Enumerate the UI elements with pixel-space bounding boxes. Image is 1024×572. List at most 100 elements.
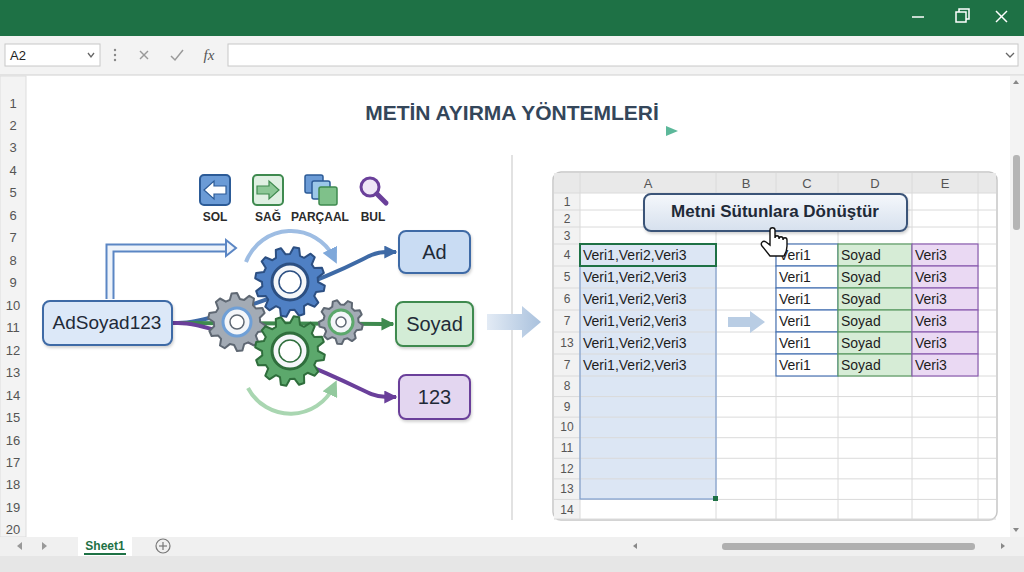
- sheet-tab-bar: [0, 537, 1024, 572]
- table-cell: Veri1,Veri2,Veri3: [580, 288, 716, 310]
- row-number: 13: [0, 365, 26, 381]
- table-cell: Veri1,Veri2,Veri3: [580, 354, 716, 376]
- sheet-grid: [26, 76, 1010, 537]
- sheet-grid: [1010, 76, 1024, 537]
- gear: [255, 316, 325, 386]
- formula-bar: [114, 54, 116, 56]
- sheet-tab-bar: [84, 553, 126, 555]
- grid-line: [554, 458, 996, 459]
- output-box: Soyad: [395, 301, 474, 347]
- action-button: Metni Sütunlara Dönüştür: [643, 193, 908, 232]
- row-number: 2: [0, 117, 26, 133]
- formula-bar: [114, 59, 116, 61]
- row-number: 7: [0, 230, 26, 246]
- cell-fill: [776, 354, 838, 376]
- gear-hub: [223, 308, 251, 336]
- row-number: 2: [554, 210, 580, 227]
- table-cell: Veri1,Veri2,Veri3: [580, 310, 716, 332]
- fill-handle: [713, 496, 718, 501]
- formula-bar: [1006, 53, 1014, 57]
- cell-fill: [912, 288, 978, 310]
- cell-fill: [838, 354, 912, 376]
- formula-bar: [114, 49, 116, 51]
- sheet-tab-bar: [633, 543, 637, 549]
- row-number: 12: [0, 342, 26, 358]
- table-cell: Soyad: [838, 288, 912, 310]
- row-number: 16: [0, 432, 26, 448]
- column-header: D: [838, 173, 912, 193]
- table-cell: Veri3: [912, 288, 978, 310]
- flow-arrow: [728, 311, 765, 333]
- name-box-text: A2: [10, 44, 80, 66]
- hand-cursor: [761, 228, 787, 256]
- node-text: Metni Sütunlara Dönüştür: [671, 202, 879, 222]
- table-cell: Soyad: [838, 332, 912, 354]
- formula-bar: [0, 36, 1024, 75]
- table-cell: Veri3: [912, 310, 978, 332]
- title-underline: [352, 130, 666, 133]
- row-number: 4: [0, 162, 26, 178]
- table-cell: Soyad: [838, 310, 912, 332]
- cell-fill: [776, 310, 838, 332]
- cell-fill: [776, 266, 838, 288]
- column-header: B: [716, 173, 776, 193]
- column-header: A: [580, 173, 716, 193]
- gear-hub: [272, 264, 308, 300]
- node-text: AdSoyad123: [53, 312, 162, 334]
- row-number: 6: [554, 288, 580, 310]
- function-icons: [200, 175, 230, 205]
- mini-spreadsheet: [554, 173, 996, 193]
- gear-illustration: [208, 247, 363, 386]
- title-underline: [666, 126, 678, 136]
- sheet-tab: Sheet1: [78, 538, 132, 553]
- column-header: C: [776, 173, 838, 193]
- title-bar: [0, 0, 1024, 36]
- mini-spreadsheet: [580, 244, 716, 499]
- row-number: 3: [0, 140, 26, 156]
- node-text: Soyad: [406, 313, 463, 336]
- table-cell: Soyad: [838, 354, 912, 376]
- sheet-grid: [1013, 80, 1019, 84]
- cell-fill: [838, 288, 912, 310]
- row-number: 9: [0, 275, 26, 291]
- sheet-grid: [0, 76, 1024, 537]
- function-button: fx: [197, 44, 221, 66]
- row-number: 4: [554, 244, 580, 266]
- flow-arrow: [487, 306, 541, 338]
- row-number: 7: [554, 310, 580, 332]
- gear-hole: [336, 317, 346, 327]
- row-number: 8: [0, 252, 26, 268]
- grid-line: [554, 519, 996, 520]
- formula-bar: [140, 51, 148, 59]
- sheet-tab-bar: [78, 537, 132, 556]
- function-icons: [253, 175, 283, 205]
- grid-line: [554, 417, 996, 418]
- input-box: AdSoyad123: [42, 300, 173, 346]
- table-cell: Veri3: [912, 332, 978, 354]
- output-box: 123: [398, 374, 471, 420]
- mini-spreadsheet: [553, 172, 997, 520]
- table-cell: Veri1,Veri2,Veri3: [580, 266, 716, 288]
- cell-fill: [838, 244, 912, 266]
- formula-bar: [171, 50, 183, 60]
- gear-hole: [279, 340, 301, 362]
- table-cell: Soyad: [838, 266, 912, 288]
- table-cell: Veri1: [776, 244, 838, 266]
- function-name: BUL: [338, 209, 408, 225]
- row-number: 20: [0, 522, 26, 538]
- table-cell: Veri1: [776, 288, 838, 310]
- table-cell: Veri3: [912, 244, 978, 266]
- node-text: 123: [418, 386, 451, 409]
- cell-fill: [912, 310, 978, 332]
- column-header: E: [912, 173, 978, 193]
- title-bar: [956, 12, 966, 22]
- row-number: 11: [0, 320, 26, 336]
- function-icons: [200, 175, 386, 205]
- row-number: 15: [0, 410, 26, 426]
- selection-range: [580, 244, 716, 499]
- sheet-tab-bar: [722, 543, 975, 550]
- table-cell: Veri1: [776, 332, 838, 354]
